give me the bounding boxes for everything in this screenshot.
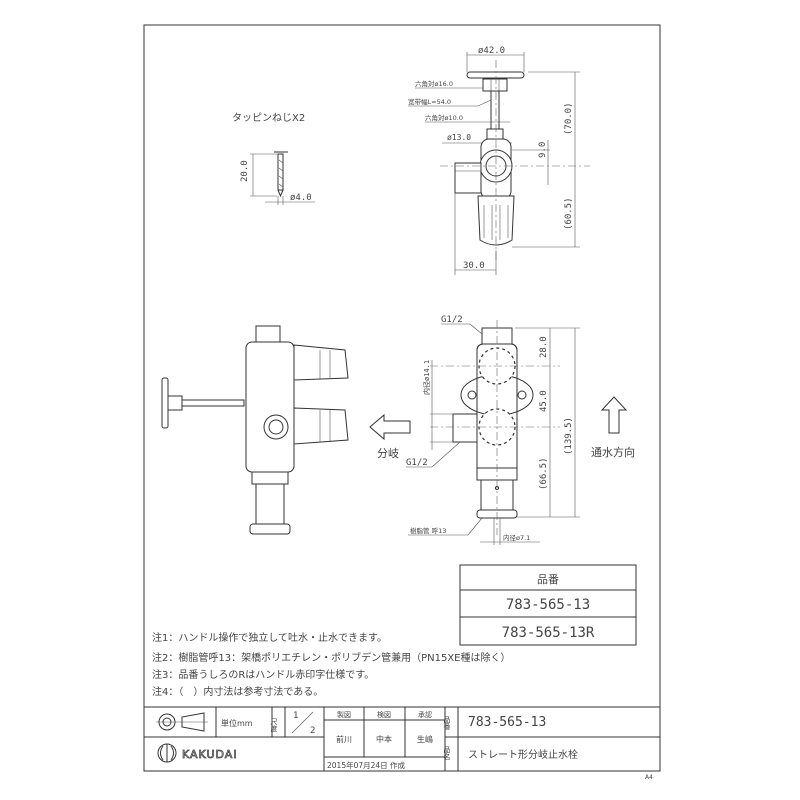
approved-label: 承認 bbox=[418, 710, 432, 719]
kakudai-logo: KAKUDAI bbox=[157, 743, 238, 763]
height-lower-dim: (60.5) bbox=[564, 197, 574, 230]
screw-length-dim: 20.0 bbox=[240, 160, 250, 182]
pipe-inner-dim: 内径ø7.1 bbox=[503, 533, 530, 542]
dim-45: 45.0 bbox=[539, 390, 549, 412]
thread-side-label: G1/2 bbox=[406, 458, 428, 468]
part-name: ストレート形分岐止水栓 bbox=[468, 748, 578, 761]
height-upper-dim: (70.0) bbox=[564, 102, 574, 135]
thread-top-label: G1/2 bbox=[441, 315, 463, 325]
sheet-size: A4 bbox=[645, 774, 653, 781]
checked-label: 検図 bbox=[377, 710, 391, 719]
offset-dim: 9.0 bbox=[538, 142, 548, 158]
branch-label: 分岐 bbox=[377, 447, 399, 460]
inner-dia-dim: 内径ø14.1 bbox=[422, 360, 431, 395]
dim-total: (139.5) bbox=[564, 417, 574, 455]
flow-arrow-icon bbox=[600, 396, 628, 434]
drawn-by: 前川 bbox=[336, 734, 352, 744]
title-block: 単位mm 尺度 1 2 製図 検図 承認 前川 中本 生嶋 2015年07月24… bbox=[144, 706, 660, 781]
screw-label: タッピンねじX2 bbox=[232, 112, 305, 124]
note: 注3：品番うしろのRはハンドル赤印字仕様です。 bbox=[152, 668, 374, 681]
note: 注1：ハンドル操作で独立して吐水・止水できます。 bbox=[152, 631, 387, 644]
drawn-label: 製図 bbox=[337, 710, 351, 719]
note: 注4：（ ）内寸法は参考寸法である。 bbox=[152, 685, 323, 698]
assembly-side-view bbox=[161, 325, 349, 535]
checked-by: 中本 bbox=[376, 734, 392, 744]
side-view: ø42.0 六角対ø16.0 宽带幅L=54.0 六角対ø10.0 ø13.0 … bbox=[408, 46, 590, 275]
front-view: G1/2 内径ø14.1 G1/2 28.0 45.0 (66.5) (139.… bbox=[369, 315, 635, 545]
spindle-length-dim: 宽带幅L=54.0 bbox=[408, 97, 451, 106]
width30-dim: 30.0 bbox=[463, 261, 485, 271]
scale-denominator: 2 bbox=[310, 726, 315, 736]
notes: 注1：ハンドル操作で独立して吐水・止水できます。 注2：樹脂管呼13：架橋ポリエ… bbox=[152, 631, 511, 698]
hex16-dim: 六角対ø16.0 bbox=[415, 79, 453, 88]
branch-arrow-icon bbox=[369, 413, 411, 441]
part-name-label: 品名 bbox=[443, 746, 451, 761]
flow-direction-label: 通水方向 bbox=[591, 445, 635, 459]
tapping-screw-view: タッピンねじX2 20.0 ø4.0 bbox=[232, 112, 315, 205]
unit-label: 単位mm bbox=[221, 718, 253, 728]
dim-66: (66.5) bbox=[539, 457, 549, 490]
part-number-table: 品番 783-565-13 783-565-13R bbox=[459, 564, 637, 646]
part-no-label: 品番 bbox=[443, 716, 451, 731]
created-date: 2015年07月24日 作成 bbox=[327, 760, 406, 770]
part-table-header: 品番 bbox=[537, 573, 559, 586]
dim-28: 28.0 bbox=[539, 336, 549, 358]
scale-label: 尺度 bbox=[270, 718, 278, 733]
scale-numerator: 1 bbox=[293, 711, 298, 721]
dia13-dim: ø13.0 bbox=[447, 133, 471, 142]
part-no: 783-565-13 bbox=[468, 715, 546, 730]
third-angle-projection-icon bbox=[156, 712, 208, 732]
company-name: KAKUDAI bbox=[182, 748, 238, 761]
part-table-row: 783-565-13R bbox=[502, 625, 595, 641]
screw-dia-dim: ø4.0 bbox=[290, 193, 312, 203]
drawing-frame bbox=[143, 24, 661, 772]
handle-dia-dim: ø42.0 bbox=[478, 46, 505, 56]
hex10-dim: 六角対ø10.0 bbox=[425, 113, 463, 122]
approved-by: 生嶋 bbox=[417, 734, 433, 744]
pipe-label: 樹脂管 呼13 bbox=[410, 526, 446, 535]
part-table-row: 783-565-13 bbox=[506, 597, 590, 613]
note: 注2：樹脂管呼13：架橋ポリエチレン・ポリブデン管兼用（PN15XE種は除く） bbox=[152, 651, 511, 664]
